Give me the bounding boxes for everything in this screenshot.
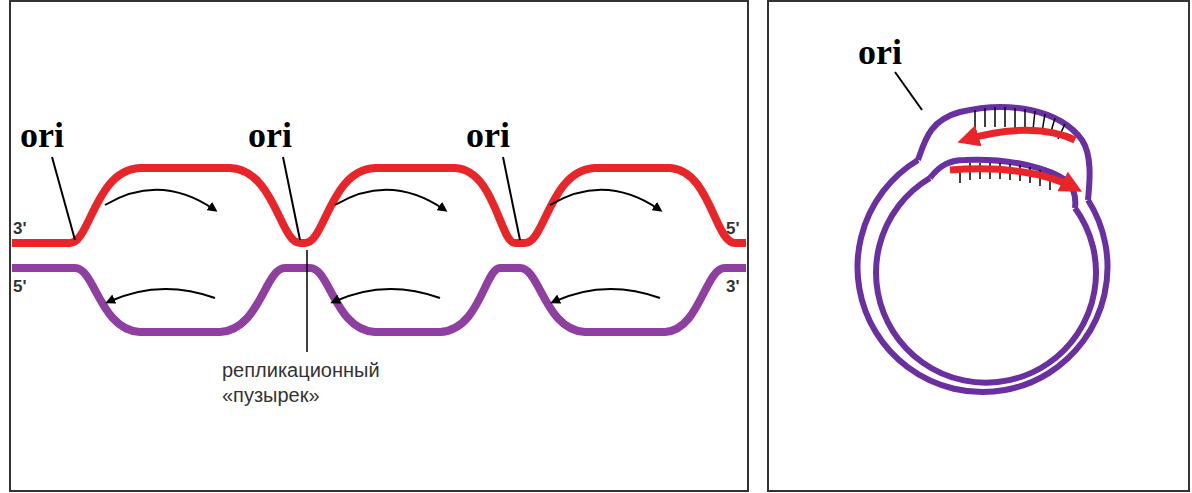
direction-arrow [333,289,440,302]
leader-line [52,157,75,240]
leader-line [895,72,922,110]
circular-dna [858,160,1108,392]
circular-dna [930,160,1075,208]
bubble-label: репликационный «пузырек» [222,358,402,408]
circular-dna [876,178,1096,383]
ori-label: ori [466,117,510,153]
leader-line [306,250,308,352]
dna-strand [12,268,746,332]
leader-line [503,157,520,240]
direction-arrow [335,190,445,210]
ori-label: ori [858,34,902,70]
circular-dna [918,107,1090,200]
direction-arrow [105,190,215,210]
panel-frame [10,1,748,491]
direction-arrow [108,289,215,302]
ori-label: ori [248,117,292,153]
strand-end-label: 5' [13,278,27,295]
direction-arrow [553,289,660,302]
leader-line [283,157,300,240]
replication-arrow [965,130,1075,140]
panel-frame [768,1,1189,491]
ori-label: ori [20,117,64,153]
strand-end-label: 3' [726,278,740,295]
strand-end-label: 5' [726,220,740,237]
direction-arrow [550,190,660,210]
dna-strand [12,168,746,243]
strand-end-label: 3' [13,220,27,237]
replication-arrow [950,169,1075,188]
